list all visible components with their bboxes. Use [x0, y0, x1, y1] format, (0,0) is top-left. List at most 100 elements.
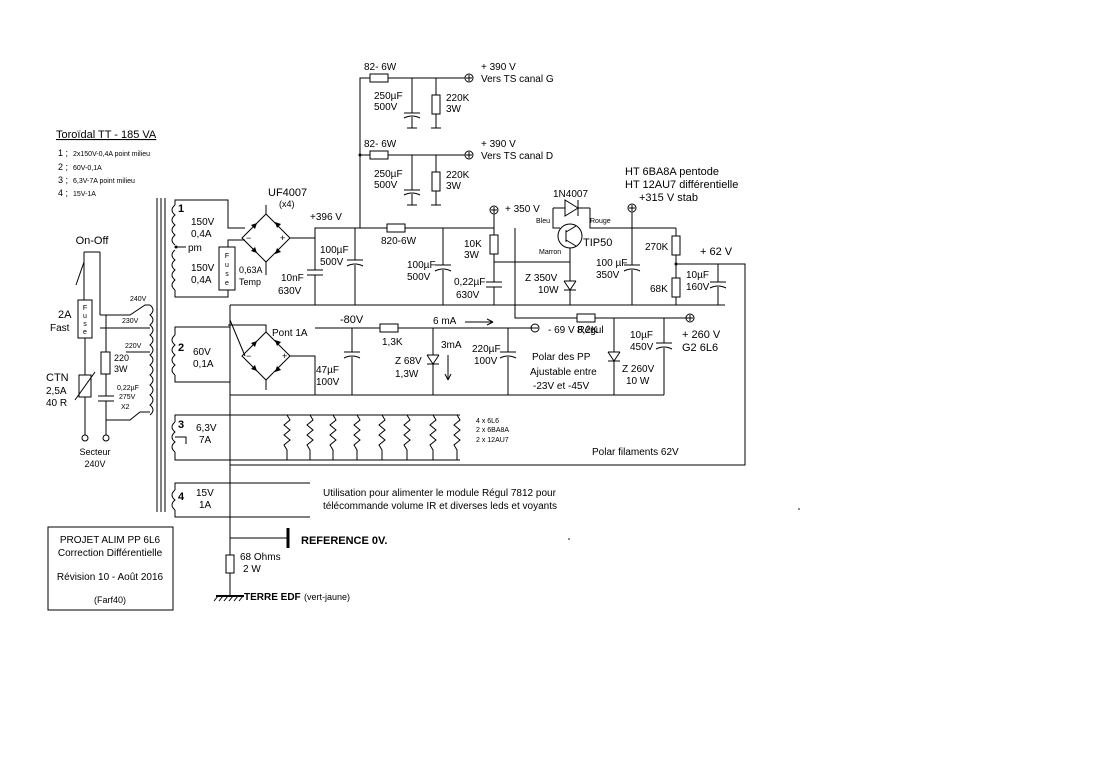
- z68-value: Z 68V: [395, 356, 422, 367]
- c10u-voltage: 160V: [686, 282, 710, 293]
- c100-1-capacitor: [346, 228, 364, 305]
- c022-voltage: 630V: [456, 290, 480, 301]
- r820-resistor: [386, 223, 406, 233]
- bridge1-label: UF4007: [268, 187, 307, 199]
- r13k-value: 1,3K: [382, 337, 403, 348]
- c250-mid-value: 250µF: [374, 169, 403, 180]
- aux-line-1: Utilisation pour alimenter le module Rég…: [323, 488, 557, 499]
- winding2-coils: [171, 334, 176, 376]
- legend-num-3: 3 ;: [58, 175, 68, 185]
- mains-fuse-rating: 2A: [58, 309, 72, 321]
- heater-list-3: 2 x 12AU7: [476, 437, 509, 444]
- v260-label: + 260 V: [682, 329, 721, 341]
- r68k-value: 68K: [650, 284, 668, 295]
- diode-1n4007: [553, 199, 590, 217]
- v390g-dest: Vers TS canal G: [481, 74, 554, 85]
- earth-note: (vert-jaune): [304, 592, 350, 602]
- r220-value: 220: [114, 353, 129, 363]
- ctn-label: CTN: [46, 372, 69, 384]
- r220-watt: 3W: [114, 364, 128, 374]
- title-line-2: Correction Différentielle: [58, 548, 163, 559]
- wire-g2: [514, 300, 688, 319]
- c022-capacitor: [486, 254, 570, 305]
- c47-capacitor: [343, 328, 361, 395]
- r82-top: [369, 73, 389, 83]
- v390d-label: + 390 V: [481, 139, 516, 150]
- r220k-top-resistor: [431, 94, 441, 115]
- c10u-capacitor: [709, 264, 727, 305]
- ctn-arrow: [74, 371, 96, 401]
- v69-label: - 69 V Régul: [548, 325, 604, 336]
- title-line-4: (Farf40): [94, 595, 126, 605]
- tip50-pin-rouge: Rouge: [590, 218, 611, 225]
- v260-terminal: [685, 313, 695, 323]
- ht-label-1: HT 6BA8A pentode: [625, 166, 719, 178]
- z260-watt: 10 W: [626, 376, 650, 387]
- transformer-core: [156, 198, 166, 512]
- c10u-value: 10µF: [686, 270, 709, 281]
- v80-label: -80V: [340, 314, 364, 326]
- c47-value: 47µF: [316, 365, 339, 376]
- wire-primary-bottom: [106, 411, 150, 421]
- c022-value: 0,22µF: [454, 277, 485, 288]
- r68-value: 68 Ohms: [240, 552, 281, 563]
- node-390d: [358, 153, 362, 157]
- c100-1-value: 100µF: [320, 245, 349, 256]
- bridge2-label: Pont 1A: [272, 328, 308, 339]
- c100-3-value: 100 µF: [596, 258, 627, 269]
- x2-capacitor: [98, 374, 114, 435]
- bridge2-diodes: [251, 340, 281, 372]
- r68-watt: 2 W: [243, 564, 261, 575]
- winding1-v-bot: 150V: [191, 263, 215, 274]
- wire-primary-240: [106, 304, 150, 316]
- wire-bridge1-plus: [290, 227, 360, 239]
- c250-top-capacitor: [403, 78, 421, 129]
- wire-w1-top: [174, 199, 245, 229]
- v390g-plus: [466, 75, 472, 81]
- mains-fuse-letter-1: F: [83, 305, 87, 312]
- c100-2-voltage: 500V: [407, 272, 431, 283]
- c100-1-voltage: 500V: [320, 257, 344, 268]
- bridge2-plus: +: [282, 351, 287, 361]
- winding3-a: 7A: [199, 435, 212, 446]
- winding3-coils: [171, 421, 176, 453]
- c220-voltage: 100V: [474, 356, 498, 367]
- r220k-top-leads: [431, 78, 441, 129]
- c100-2-capacitor: [434, 228, 452, 305]
- ht-fuse-rating: 0,63A: [239, 265, 263, 275]
- winding4-coils: [171, 489, 176, 511]
- aux-line-2: télécommande volume IR et diverses leds …: [323, 501, 557, 512]
- x2-cap-class: X2: [121, 404, 130, 411]
- mains-fuse-letter-3: s: [83, 321, 87, 328]
- c10u2-capacitor: [655, 318, 673, 395]
- c220-capacitor: [499, 328, 517, 395]
- heater-polar-label: Polar filaments 62V: [592, 447, 679, 458]
- wire-heater-bus: [174, 414, 460, 461]
- r270k-resistor: [671, 235, 681, 256]
- ctn-current: 2,5A: [46, 386, 67, 397]
- r10k-resistor: [489, 234, 499, 255]
- c220-value: 220µF: [472, 344, 501, 355]
- winding2-a: 0,1A: [193, 359, 214, 370]
- wire-w4: [174, 482, 310, 518]
- r220k-mid-leads: [431, 155, 441, 206]
- mains-fuse-letter-2: u: [83, 313, 87, 320]
- r10k-value: 10K: [464, 239, 482, 250]
- ht-fuse: [218, 246, 236, 291]
- winding1-pm-dot: [174, 245, 178, 249]
- r13k-resistor: [379, 323, 399, 333]
- tip50-leads: [552, 208, 632, 262]
- v390g-terminal: [464, 73, 474, 83]
- c10n-value: 10nF: [281, 273, 304, 284]
- bridge1-count: (x4): [279, 199, 295, 209]
- wire-mains-r220: [100, 314, 107, 352]
- v390d-plus: [466, 152, 472, 158]
- g2-label: G2 6L6: [682, 342, 718, 354]
- z350-watt: 10W: [538, 285, 559, 296]
- c10n-capacitor: [307, 238, 323, 305]
- sector-terminal-left: [81, 434, 89, 442]
- wire-fuse-bridge: [227, 239, 245, 247]
- tap-240: 240V: [130, 296, 147, 303]
- winding4-a: 1A: [199, 500, 212, 511]
